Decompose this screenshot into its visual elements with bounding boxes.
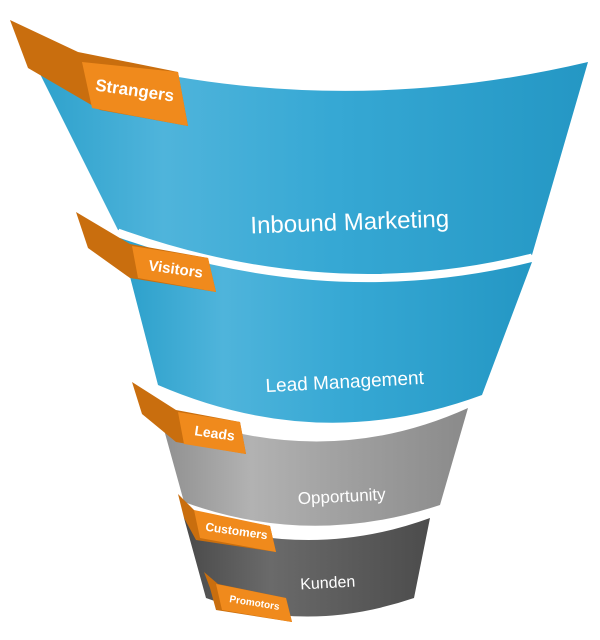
tab-visitors: Visitors [76, 212, 216, 292]
tab-strangers: Strangers [10, 20, 188, 126]
tab-promotors: Promotors [204, 572, 292, 622]
tab-customers: Customers [178, 494, 276, 552]
stage-label-opportunity: Opportunity [297, 485, 386, 509]
tab-leads: Leads [132, 382, 246, 454]
stage-lead-management: Lead Management [120, 238, 532, 423]
stage-label-kunden: Kunden [300, 574, 356, 594]
tab-label-leads: Leads [194, 422, 237, 444]
stage-separator [116, 228, 533, 281]
